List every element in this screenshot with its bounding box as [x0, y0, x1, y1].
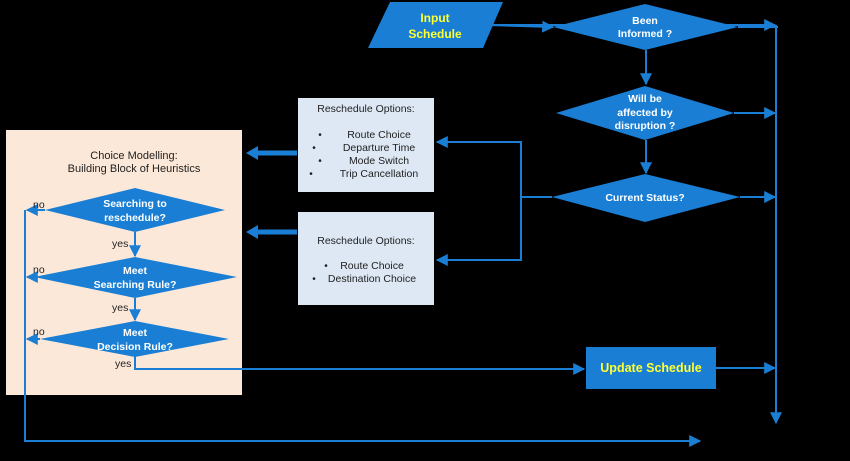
options-lower-title: Reschedule Options: — [317, 235, 414, 247]
options-upper-item-1: Departure Time — [343, 142, 416, 154]
meet-searching-line2: Searching Rule? — [94, 279, 177, 291]
options-upper-bullet-1: • — [312, 143, 316, 154]
update-schedule-label: Update Schedule — [600, 361, 701, 375]
meet-decision-line1: Meet — [123, 327, 147, 339]
affected-line2: affected by — [617, 107, 673, 119]
edge-label-no-1: no — [33, 199, 45, 211]
options-to-panel-arrows — [246, 146, 297, 239]
affected-node: Will be affected by disruption ? — [556, 86, 734, 140]
update-schedule-node: Update Schedule — [586, 347, 716, 389]
choice-modelling-panel: Choice Modelling: Building Block of Heur… — [6, 130, 242, 395]
input-schedule-line2: Schedule — [408, 27, 462, 41]
been-informed-line2: Informed ? — [618, 28, 672, 40]
current-status-label: Current Status? — [605, 192, 684, 204]
affected-line3: disruption ? — [615, 120, 676, 132]
options-upper-bullet-0: • — [318, 130, 322, 141]
searching-line2: reschedule? — [104, 212, 166, 224]
edge-bracket-lower — [435, 197, 522, 266]
edge-label-no-2: no — [33, 264, 45, 276]
input-schedule-node: Input Schedule — [368, 2, 503, 48]
edge-bracket-upper — [435, 136, 522, 197]
searching-to-reschedule-node: Searching to reschedule? — [45, 188, 225, 232]
options-upper-bullet-2: • — [318, 156, 322, 167]
options-lower-box: Reschedule Options: • Route Choice • Des… — [298, 212, 434, 305]
options-lower-item-1: Destination Choice — [328, 273, 416, 285]
edge-label-yes-3: yes — [115, 358, 131, 370]
meet-decision-line2: Decision Rule? — [97, 341, 173, 353]
affected-line1: Will be — [628, 93, 662, 105]
options-upper-title: Reschedule Options: — [317, 103, 414, 115]
options-lower-bullet-0: • — [324, 261, 328, 272]
input-schedule-line1: Input — [420, 11, 449, 25]
edge-label-yes-1: yes — [112, 238, 128, 250]
panel-title-line1: Choice Modelling: — [90, 150, 177, 162]
searching-line1: Searching to — [103, 198, 167, 210]
edge-label-yes-2: yes — [112, 302, 128, 314]
current-status-node: Current Status? — [552, 174, 740, 222]
been-informed-node: Been Informed ? — [553, 4, 738, 50]
meet-decision-rule-node: Meet Decision Rule? — [40, 321, 229, 357]
options-upper-item-3: Trip Cancellation — [340, 168, 419, 180]
edge-label-no-3: no — [33, 326, 45, 338]
been-informed-line1: Been — [632, 15, 658, 27]
meet-searching-rule-node: Meet Searching Rule? — [34, 257, 237, 298]
options-upper-item-0: Route Choice — [347, 129, 411, 141]
options-lower-item-0: Route Choice — [340, 260, 404, 272]
meet-searching-line1: Meet — [123, 265, 147, 277]
options-lower-bullet-1: • — [312, 274, 316, 285]
options-upper-item-2: Mode Switch — [349, 155, 409, 167]
options-upper-bullet-3: • — [309, 169, 313, 180]
panel-title-line2: Building Block of Heuristics — [68, 163, 201, 175]
options-upper-box: Reschedule Options: • Route Choice • Dep… — [298, 98, 434, 192]
